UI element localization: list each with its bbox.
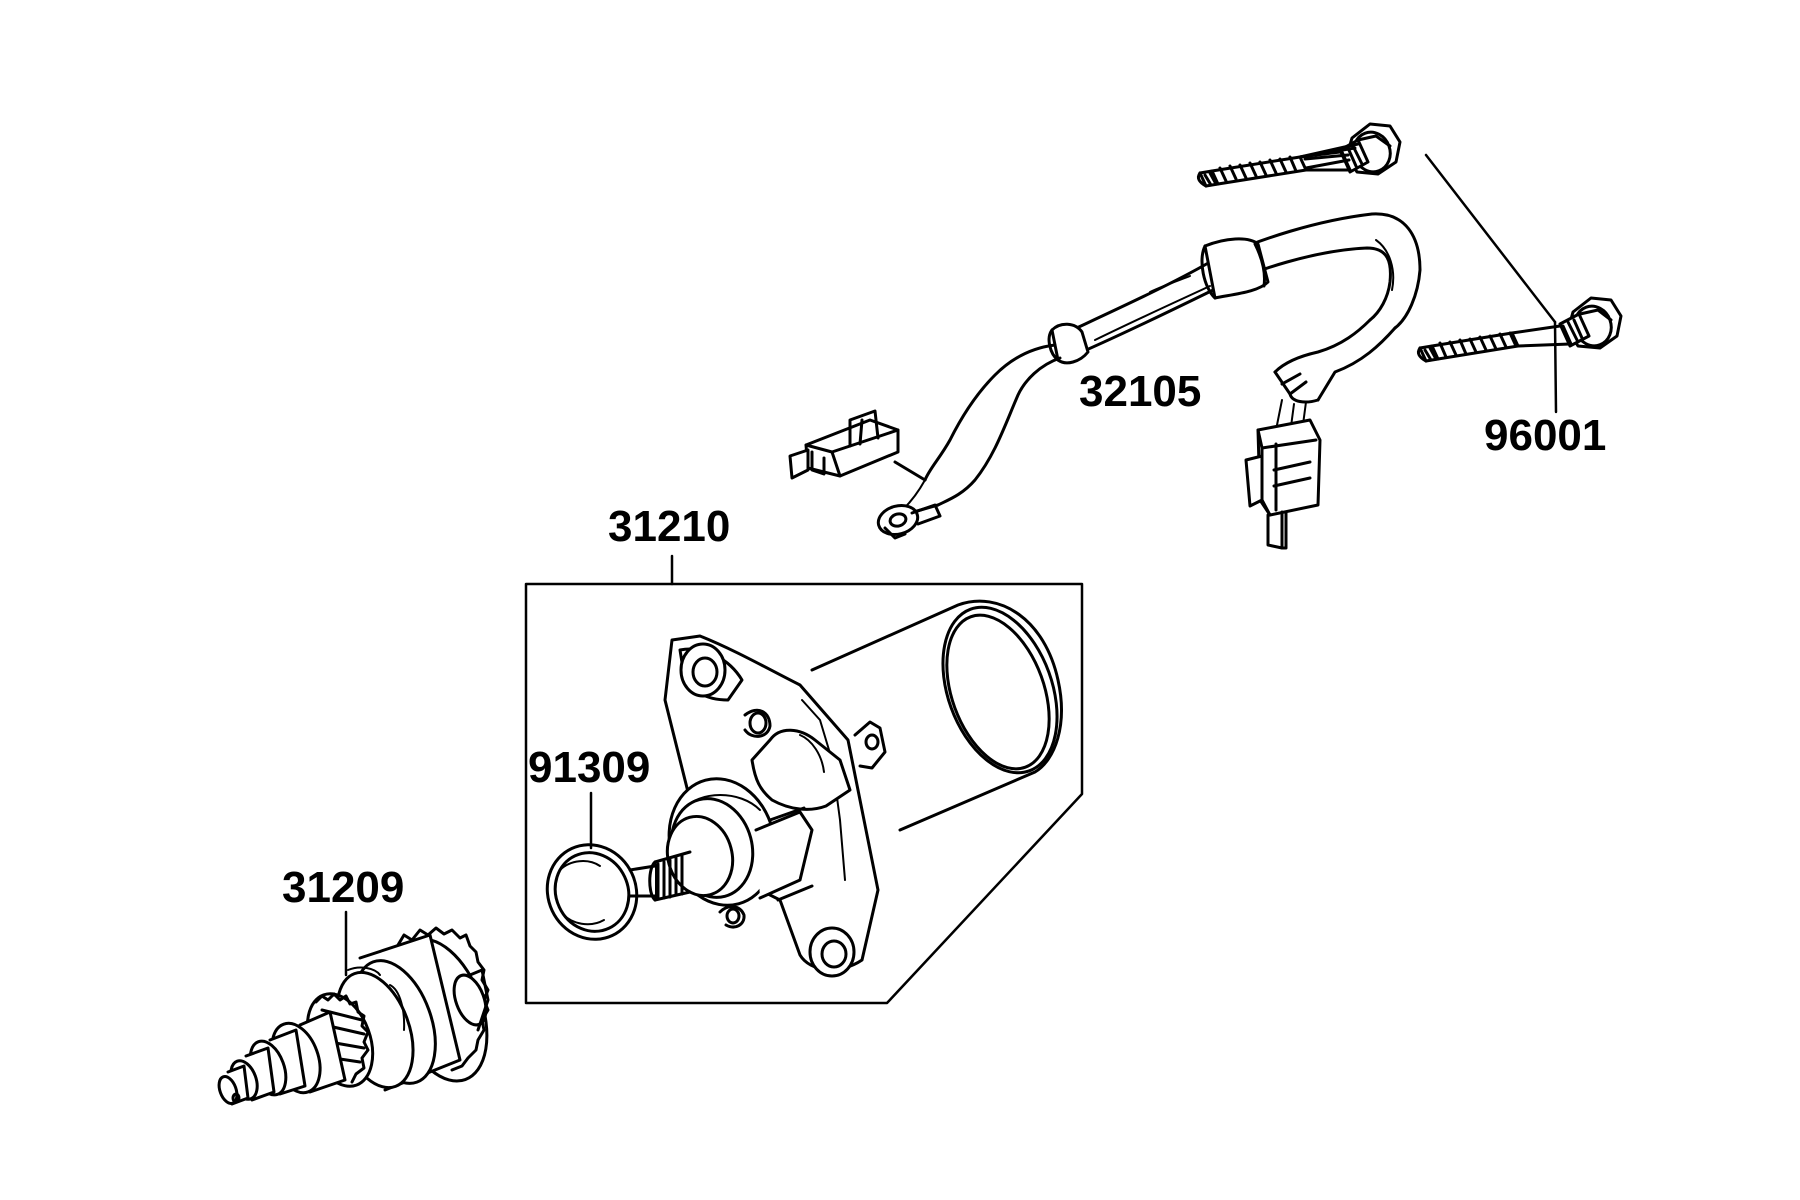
- bolt-lower: [1417, 296, 1623, 363]
- wire-harness-icon: [788, 212, 1422, 550]
- part-number-96001: 96001: [1484, 411, 1607, 460]
- part-number-32105: 32105: [1079, 367, 1202, 416]
- flange-bolt-icon: [1197, 122, 1623, 414]
- starter-clutch-gear-icon: [217, 910, 490, 1106]
- starter-motor-icon: [524, 554, 1084, 1005]
- part-number-31209: 31209: [282, 863, 405, 912]
- part-number-91309: 91309: [528, 743, 651, 792]
- part-number-31210: 31210: [608, 502, 731, 551]
- bolt-upper: [1197, 122, 1402, 188]
- o-ring-icon: [545, 791, 639, 941]
